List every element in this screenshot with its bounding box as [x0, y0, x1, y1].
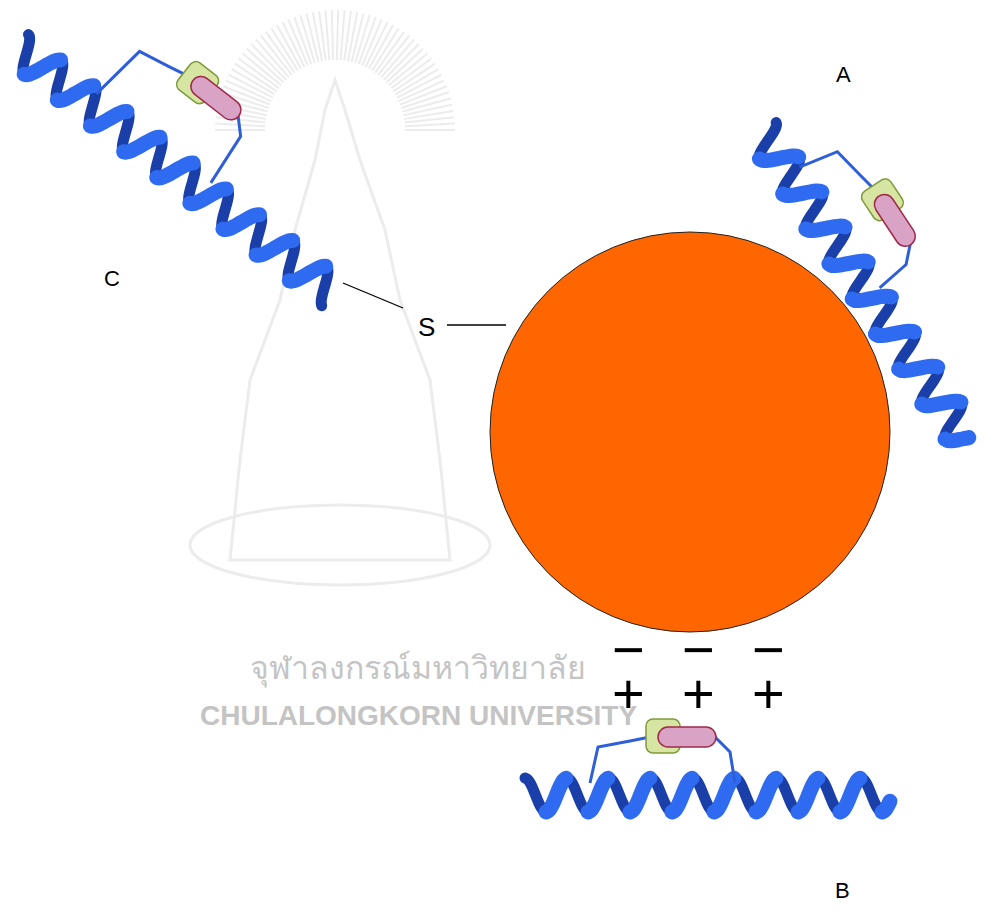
helix-front [852, 280, 891, 315]
helix-front [90, 99, 127, 138]
helix-front [798, 778, 818, 812]
charge-sign: + [752, 666, 785, 722]
linker [800, 139, 875, 217]
emblem-ray [319, 11, 326, 61]
charge-sign: + [682, 666, 715, 722]
stapled-peptide [748, 88, 985, 449]
helix-front [190, 177, 227, 216]
emblem-ray [283, 22, 305, 67]
helix-front [672, 778, 692, 812]
emblem-ray [405, 129, 455, 131]
helix-front [783, 175, 822, 210]
linker [715, 737, 735, 783]
emblem-ray [341, 10, 345, 60]
helix-front [157, 151, 194, 190]
emblem-ray [397, 75, 441, 98]
emblem-base [190, 505, 490, 585]
helix-front [875, 315, 914, 350]
watermark: จุฬาลงกรณ์มหาวิทยาลัย [250, 652, 586, 684]
peptide-label: B [835, 880, 850, 902]
peptide-label: A [836, 64, 851, 86]
emblem-ray [405, 124, 455, 127]
nanoparticle [490, 232, 890, 632]
emblem-ray [277, 25, 301, 69]
emblem-ray [369, 25, 393, 69]
helix-front [829, 245, 868, 280]
peptide-label: C [104, 268, 120, 290]
staple-crosslink [658, 727, 716, 747]
surface-label: S [418, 314, 435, 340]
helix-front [756, 778, 776, 812]
helix-front [714, 778, 734, 812]
linker [590, 737, 650, 783]
staple-crosslink [870, 191, 919, 250]
emblem-ray [332, 10, 333, 60]
helix-front [588, 778, 608, 812]
emblem-ray [403, 105, 452, 116]
helix-front [289, 254, 326, 293]
stapled-peptide [525, 719, 890, 812]
emblem-ray [395, 69, 438, 94]
emblem-ray [337, 10, 338, 60]
staple-crosslink [187, 72, 245, 123]
helix-front [759, 140, 798, 175]
helix-front [124, 125, 161, 164]
linker [869, 244, 922, 288]
helix-front [922, 385, 961, 420]
emblem-ray [405, 117, 455, 122]
helix-front [630, 778, 650, 812]
helix-front [256, 228, 293, 267]
helix-front [806, 210, 845, 245]
helix-front [223, 202, 260, 241]
helix-front [899, 350, 938, 385]
helix-front [24, 48, 61, 87]
helix-front [840, 778, 860, 812]
stapled-peptide [8, 0, 394, 306]
watermark-emblem [190, 10, 490, 585]
leader-line [447, 324, 506, 325]
helix-front [546, 778, 566, 812]
emblem-ray [325, 10, 329, 60]
helix-front [945, 428, 969, 449]
emblem-outline [230, 80, 450, 560]
watermark: CHULALONGKORN UNIVERSITY [200, 702, 637, 730]
helix-front [57, 73, 94, 112]
leader-line [343, 283, 403, 308]
emblem-ray [232, 69, 275, 94]
linker [195, 115, 254, 183]
linker [96, 39, 186, 131]
helix-front [882, 801, 890, 812]
